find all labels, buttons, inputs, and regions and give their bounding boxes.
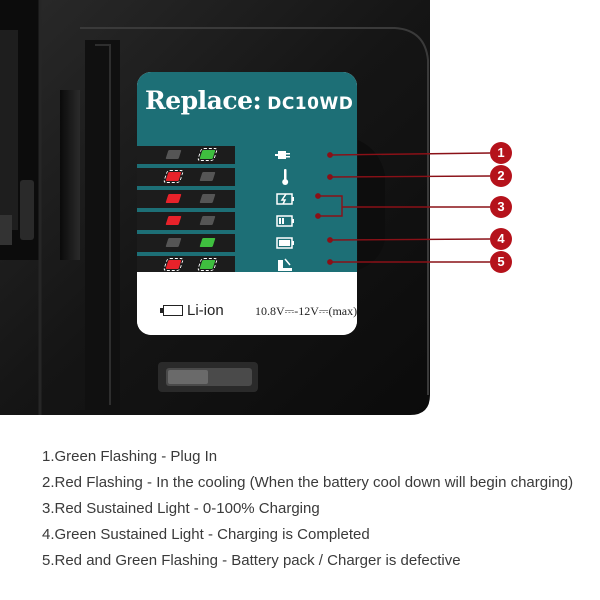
label-title: Replace:DC10WD: [145, 86, 353, 115]
callout-dot-2: [327, 174, 333, 180]
symbol-box: [239, 146, 329, 164]
battery-type-label: Li-ion: [160, 302, 224, 319]
replace-text: Replace:: [145, 86, 262, 115]
indicator-row-charging-level: [137, 212, 357, 230]
symbol-box: [239, 256, 329, 274]
legend-item-4: 4.Green Sustained Light - Charging is Co…: [42, 526, 370, 543]
battery-outline-icon: [160, 305, 183, 316]
label-white-area: Li-ion 10.8V⎓-12V⎓(max): [137, 272, 357, 335]
charger-label-panel: Replace:DC10WD: [137, 72, 357, 335]
indicator-row-complete: [137, 234, 357, 252]
battery-full-icon: [275, 234, 295, 252]
led-pair: [137, 212, 235, 230]
legend-item-3: 3.Red Sustained Light - 0-100% Charging: [42, 500, 320, 517]
badge-1: 1: [490, 142, 512, 164]
thermometer-icon: [275, 168, 295, 186]
indicator-row-charging: [137, 190, 357, 208]
badge-3: 3: [490, 196, 512, 218]
indicator-row-cooling: [137, 168, 357, 186]
badge-4: 4: [490, 228, 512, 250]
battery-charging-icon: [275, 190, 295, 208]
indicator-row-defective: [137, 256, 357, 274]
model-number: DC10WD: [267, 94, 354, 114]
callout-dot-5: [327, 259, 333, 265]
led-pair: [137, 234, 235, 252]
voltage-rating: 10.8V⎓-12V⎓(max): [255, 304, 357, 318]
symbol-box: [239, 168, 329, 186]
indicator-row-plug-in: [137, 146, 357, 164]
plug-icon: [275, 146, 295, 164]
callout-dot-1: [327, 152, 333, 158]
legend-item-2: 2.Red Flashing - In the cooling (When th…: [42, 474, 574, 491]
callout-line-1: [329, 152, 491, 156]
symbol-box: [239, 212, 329, 230]
callout-dot-4: [327, 237, 333, 243]
badge-5: 5: [490, 251, 512, 273]
battery-type-text: Li-ion: [187, 302, 224, 319]
status-legend: 1.Green Flashing - Plug In 2.Red Flashin…: [42, 446, 592, 576]
legend-item-5: 5.Red and Green Flashing - Battery pack …: [42, 552, 461, 569]
led-pair: [137, 146, 235, 164]
symbol-box: [239, 190, 329, 208]
callout-line-4: [329, 238, 491, 241]
badge-2: 2: [490, 165, 512, 187]
defective-icon: [275, 256, 295, 274]
legend-item-1: 1.Green Flashing - Plug In: [42, 448, 218, 465]
led-pair: [137, 168, 235, 186]
battery-icon: [275, 212, 295, 230]
callout-line-2: [329, 175, 491, 178]
led-pair: [137, 256, 235, 274]
callout-bracket-3: [318, 195, 343, 217]
led-pair: [137, 190, 235, 208]
symbol-box: [239, 234, 329, 252]
